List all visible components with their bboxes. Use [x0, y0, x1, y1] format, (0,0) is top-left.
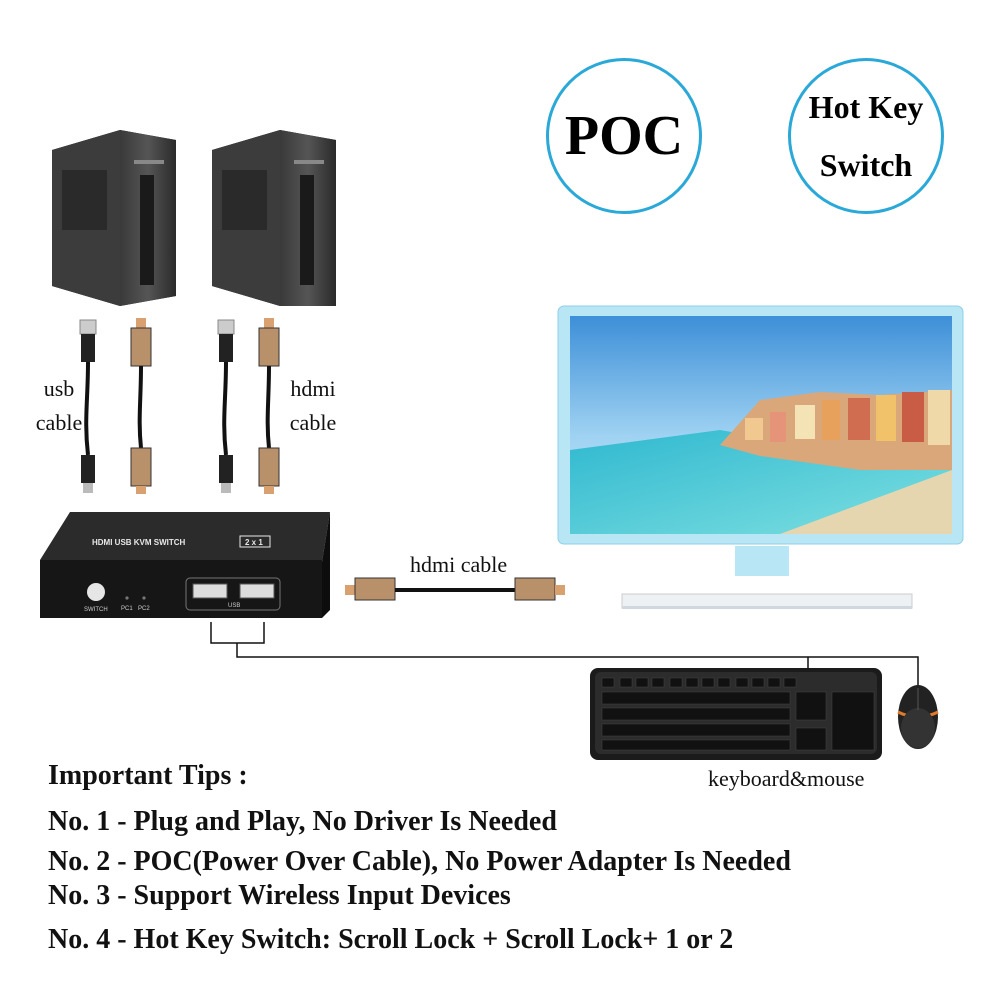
- hdmi-cable-label-line1: hdmi: [290, 376, 336, 401]
- tip-item-2: No. 2 - POC(Power Over Cable), No Power …: [48, 846, 791, 877]
- hdmi-cable-middle-label: hdmi cable: [410, 552, 508, 577]
- kvm-usb-port-2: [239, 583, 275, 599]
- hdmi-cable-label-line2: cable: [289, 410, 337, 435]
- hdmi-cable-3: [345, 577, 565, 601]
- tips-heading: Important Tips :: [48, 760, 248, 791]
- hot-key-switch-badge: Hot Key Switch: [788, 58, 944, 214]
- usb-cable-label-line2: cable: [35, 410, 83, 435]
- kvm-switch-button: [87, 583, 105, 601]
- usb-cable-label-line1: usb: [43, 376, 75, 401]
- tip-item-3: No. 3 - Support Wireless Input Devices: [48, 880, 511, 911]
- pc-tower-2: [212, 130, 336, 306]
- hdmi-cable-label: hdmi cable: [285, 372, 341, 440]
- kvm-pc2-label: PC2: [138, 606, 150, 612]
- usb-cable-1: [79, 319, 97, 493]
- tip-item-1: No. 1 - Plug and Play, No Driver Is Need…: [48, 806, 557, 837]
- kvm-switch: HDMI USB KVM SWITCH 2 x 1 SWITCH PC1 PC2…: [40, 512, 330, 618]
- keyboard-mouse-label: keyboard&mouse: [708, 766, 865, 791]
- hot-key-badge-line1: Hot Key: [808, 89, 924, 125]
- kvm-model-label: 2 x 1: [245, 538, 263, 547]
- kvm-pc1-label: PC1: [121, 606, 133, 612]
- poc-badge-text: POC: [564, 105, 684, 167]
- kvm-switch-label: SWITCH: [84, 607, 108, 613]
- hdmi-cable-1: [130, 318, 152, 494]
- keyboard: [590, 668, 882, 760]
- hot-key-badge-line2: Switch: [819, 147, 913, 183]
- hdmi-cable-2: [258, 318, 280, 494]
- tip-item-4: No. 4 - Hot Key Switch: Scroll Lock + Sc…: [48, 924, 734, 955]
- kvm-usb-port-1: [192, 583, 228, 599]
- kvm-usb-label: USB: [228, 603, 240, 609]
- poc-badge: POC: [546, 58, 702, 214]
- mouse: [897, 685, 939, 749]
- usb-cable-2: [217, 319, 235, 493]
- usb-connection-lines: [210, 622, 919, 686]
- pc-tower-1: [52, 130, 176, 306]
- monitor: [557, 305, 964, 609]
- usb-cable-label: usb cable: [34, 372, 84, 440]
- kvm-top-label: HDMI USB KVM SWITCH: [92, 538, 186, 547]
